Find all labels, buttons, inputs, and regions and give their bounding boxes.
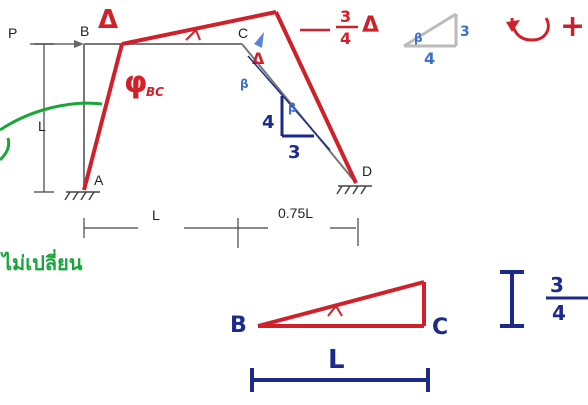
green-note: ไม่เปลี่ยน — [0, 248, 83, 275]
span-c-d-label: 0.75L — [278, 205, 313, 221]
small-tri-right-label: 3 — [460, 24, 470, 40]
delta-b-label: Δ — [98, 5, 118, 35]
slope-triangle — [280, 96, 314, 138]
small-tri-left-label: 4 — [424, 49, 435, 68]
bc-span-dimension — [250, 368, 430, 392]
bc-left-label: B — [230, 313, 247, 338]
height-dimension-label: L — [38, 118, 46, 134]
c-node-angle-mark — [254, 32, 264, 48]
node-a-label: A — [94, 172, 104, 188]
sign-plus-label: + — [560, 9, 585, 44]
deflected-bc-mark — [185, 28, 201, 41]
delta-cd-numerator: 3 — [340, 7, 351, 26]
right-fraction-numerator: 3 — [550, 273, 564, 297]
node-d-label: D — [362, 163, 372, 179]
cd-chord-line — [247, 55, 331, 151]
green-mark-left — [0, 137, 11, 162]
c-node-beta: β — [240, 77, 249, 91]
slope-angle-mark: β — [288, 101, 297, 115]
deflected-shape — [82, 10, 358, 191]
height-dimension — [34, 43, 54, 193]
slope-vertical-label: 4 — [262, 112, 275, 133]
right-bracket — [500, 270, 524, 328]
delta-cd-symbol: Δ — [362, 13, 379, 38]
node-b-label: B — [80, 23, 89, 39]
small-tri-corner-label: β — [414, 31, 423, 45]
rotation-arrowhead-icon — [506, 20, 520, 32]
load-label: P — [8, 25, 17, 41]
right-fraction-denominator: 4 — [552, 301, 566, 325]
phi-bc-subscript: BC — [146, 85, 164, 99]
deflected-ab — [82, 43, 124, 191]
deflected-cd — [274, 11, 358, 184]
slope-horizontal-label: 3 — [288, 142, 301, 163]
span-ab-c-label: L — [152, 207, 160, 223]
node-c-label: C — [238, 25, 248, 41]
green-curve — [0, 101, 103, 132]
bc-triangle — [257, 280, 426, 328]
bc-right-label: C — [432, 315, 448, 340]
phi-bc-label: φ — [124, 65, 147, 100]
support-d — [336, 185, 372, 195]
delta-c-label: Δ — [252, 49, 265, 68]
deflected-bc — [121, 10, 277, 46]
support-a — [64, 191, 100, 201]
bc-span-label: L — [328, 345, 345, 375]
delta-cd-denominator: 4 — [340, 29, 351, 48]
span-dimension — [83, 218, 359, 248]
small-reference-triangle — [403, 12, 458, 48]
